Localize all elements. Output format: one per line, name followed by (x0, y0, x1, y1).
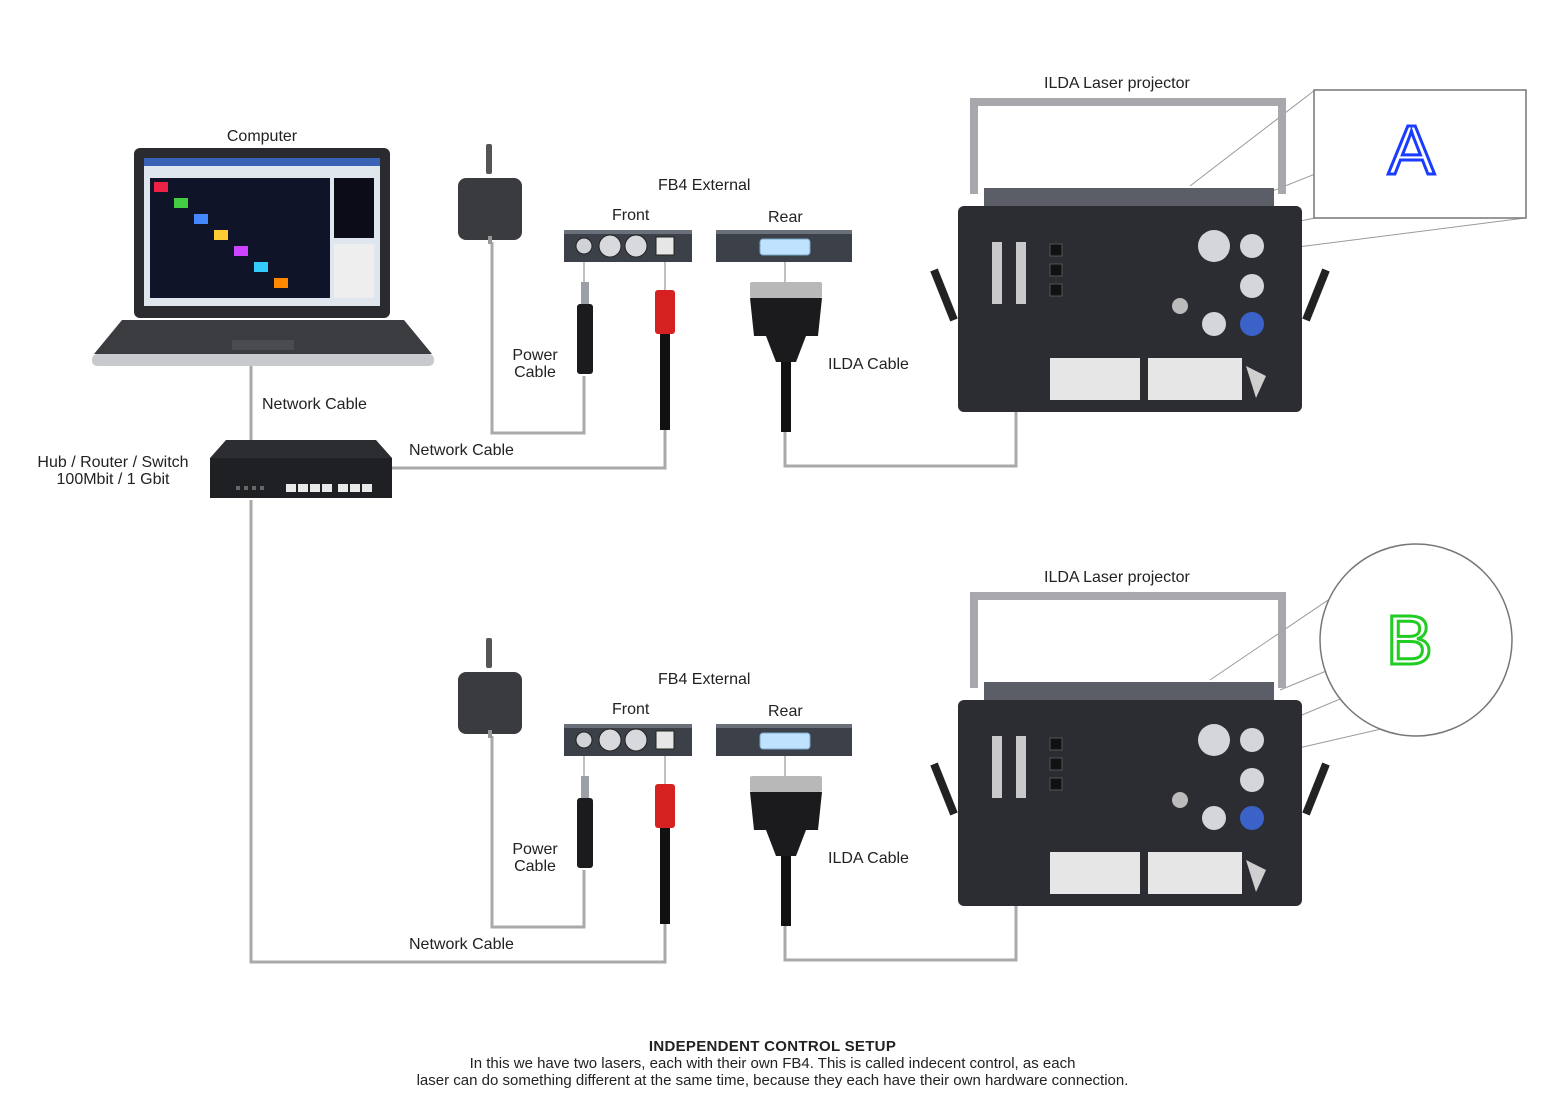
power-cable-b-label-2: Cable (514, 858, 556, 875)
projection-screen-a (1313, 89, 1527, 219)
fb4-a-rear-panel (716, 230, 852, 262)
db25-plug-a-icon (750, 282, 822, 432)
fb4-b-rear-panel (716, 724, 852, 756)
fb4-b-front-panel (564, 724, 692, 756)
laser-projector-a-icon (930, 98, 1330, 412)
laptop-icon (92, 148, 434, 366)
rj45-plug-b-icon (655, 784, 675, 924)
ilda-cable-a-label: ILDA Cable (828, 356, 909, 373)
power-cable-b-label-1: Power (512, 841, 558, 858)
projector-b-label: ILDA Laser projector (1044, 569, 1190, 586)
hub-label-line1: Hub / Router / Switch (37, 454, 189, 471)
network-cable-a-label: Network Cable (409, 442, 514, 459)
caption-block: INDEPENDENT CONTROL SETUP In this we hav… (300, 1038, 1245, 1089)
fb4-a-label: FB4 External (658, 177, 751, 194)
network-switch-icon (210, 440, 392, 498)
projected-letter-b: B (1385, 600, 1435, 681)
fb4-b-rear-label: Rear (768, 703, 803, 720)
power-cable-b (490, 736, 586, 929)
power-cable-a (490, 242, 586, 435)
rj45-plug-a-icon (655, 290, 675, 430)
power-adapter-b-icon (458, 638, 522, 738)
projector-a-label: ILDA Laser projector (1044, 75, 1190, 92)
caption-line-1: In this we have two lasers, each with th… (469, 1055, 1076, 1072)
power-jack-b-icon (577, 776, 593, 868)
caption-title: INDEPENDENT CONTROL SETUP (648, 1038, 897, 1055)
power-jack-a-icon (577, 282, 593, 374)
network-cable-label-1: Network Cable (262, 396, 367, 413)
power-cable-a-label-2: Cable (514, 364, 556, 381)
projected-letter-a: A (1387, 110, 1437, 191)
db25-plug-b-icon (750, 776, 822, 926)
computer-label: Computer (226, 128, 298, 145)
caption-line-2: laser can do something different at the … (416, 1072, 1129, 1089)
fb4-a-front-label: Front (612, 207, 650, 224)
laser-projector-b-icon (930, 592, 1330, 906)
fb4-b-front-label: Front (612, 701, 650, 718)
power-cable-a-label-1: Power (512, 347, 558, 364)
projection-screen-b (1319, 543, 1513, 737)
fb4-b-label: FB4 External (658, 671, 751, 688)
power-adapter-a-icon (458, 144, 522, 244)
network-cable-b-label: Network Cable (409, 936, 514, 953)
fb4-a-front-panel (564, 230, 692, 262)
ilda-cable-b-label: ILDA Cable (828, 850, 909, 867)
hub-label-line2: 100Mbit / 1 Gbit (56, 471, 170, 488)
fb4-a-rear-label: Rear (768, 209, 803, 226)
